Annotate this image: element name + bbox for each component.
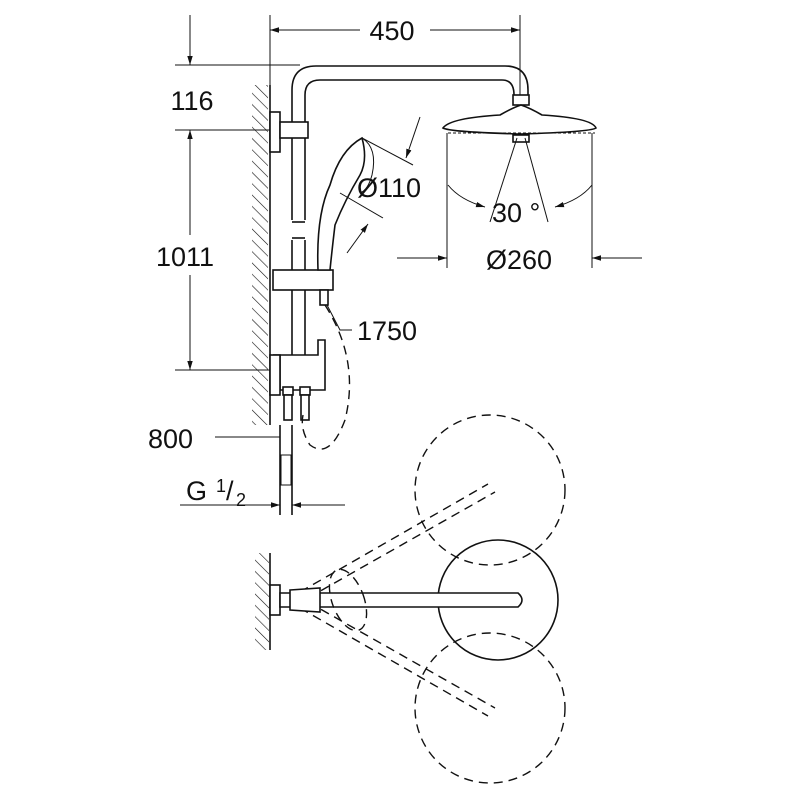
- handshower-diameter-label: Ø110: [357, 173, 421, 203]
- thread-slash: /: [226, 476, 234, 506]
- shower-riser: [269, 65, 529, 421]
- dimension-1011: 1011: [156, 130, 275, 371]
- dimension-116-label: 116: [170, 86, 213, 116]
- dimension-450-label: 450: [369, 16, 414, 46]
- wall-elevation: [252, 85, 271, 425]
- hand-shower: Ø110 1750: [301, 116, 421, 450]
- thread-denominator: 2: [236, 490, 246, 510]
- hose-length-label: 1750: [357, 316, 417, 346]
- head-diameter-label: Ø260: [486, 245, 552, 275]
- spray-angle-label: 30 °: [492, 198, 540, 228]
- dimension-1011-label: 1011: [156, 242, 214, 272]
- supply-length-label: 800: [148, 424, 193, 454]
- dimension-head-diameter: Ø260: [397, 133, 642, 275]
- thread-numerator: 1: [216, 476, 226, 496]
- supply-pipe: 800 G 1 / 2: [148, 424, 345, 515]
- plan-view: [255, 414, 566, 784]
- head-shower: [441, 94, 597, 143]
- dimension-450: 450: [269, 15, 521, 95]
- thread-g-label: G: [186, 476, 207, 506]
- dimension-spray-angle: 30 °: [447, 137, 593, 228]
- dimension-116: 116: [170, 15, 300, 131]
